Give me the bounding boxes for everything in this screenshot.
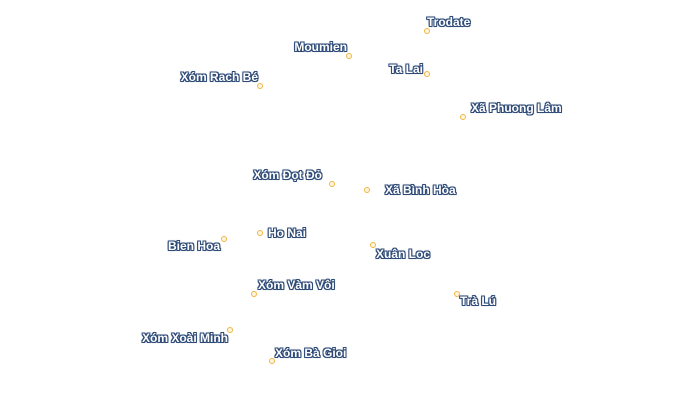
place-marker[interactable] [364, 187, 370, 193]
place-marker[interactable] [251, 291, 257, 297]
place-label: Trodate [427, 15, 471, 29]
place-marker[interactable] [257, 230, 263, 236]
place-marker[interactable] [370, 242, 376, 248]
place-label: Xóm Xoài Minh [141, 331, 228, 345]
place-label: Xuân Loc [376, 247, 431, 261]
place-label: Xóm Vàm Vôi [258, 278, 335, 292]
place-marker[interactable] [424, 71, 430, 77]
place-marker[interactable] [424, 28, 430, 34]
place-marker[interactable] [269, 358, 275, 364]
place-label: Bien Hoa [167, 239, 220, 253]
place-marker[interactable] [221, 236, 227, 242]
place-label: Xóm Đọt Đỏ [253, 168, 322, 182]
place-marker[interactable] [257, 83, 263, 89]
place-label: Xã Phuong Lâm [471, 101, 562, 115]
place-label: Trà Lú [460, 294, 497, 308]
place-marker[interactable] [346, 53, 352, 59]
place-label: Ho Nai [268, 226, 307, 240]
place-marker[interactable] [460, 114, 466, 120]
place-label: Xã Bình Hòa [385, 183, 456, 197]
place-label: Xóm Rach Bé [180, 70, 258, 84]
place-label: Ta Lai [389, 62, 423, 76]
place-marker[interactable] [329, 181, 335, 187]
place-label: Moumien [294, 40, 347, 54]
place-marker[interactable] [227, 327, 233, 333]
place-marker[interactable] [454, 291, 460, 297]
place-label: Xóm Bà Gioi [275, 346, 347, 360]
